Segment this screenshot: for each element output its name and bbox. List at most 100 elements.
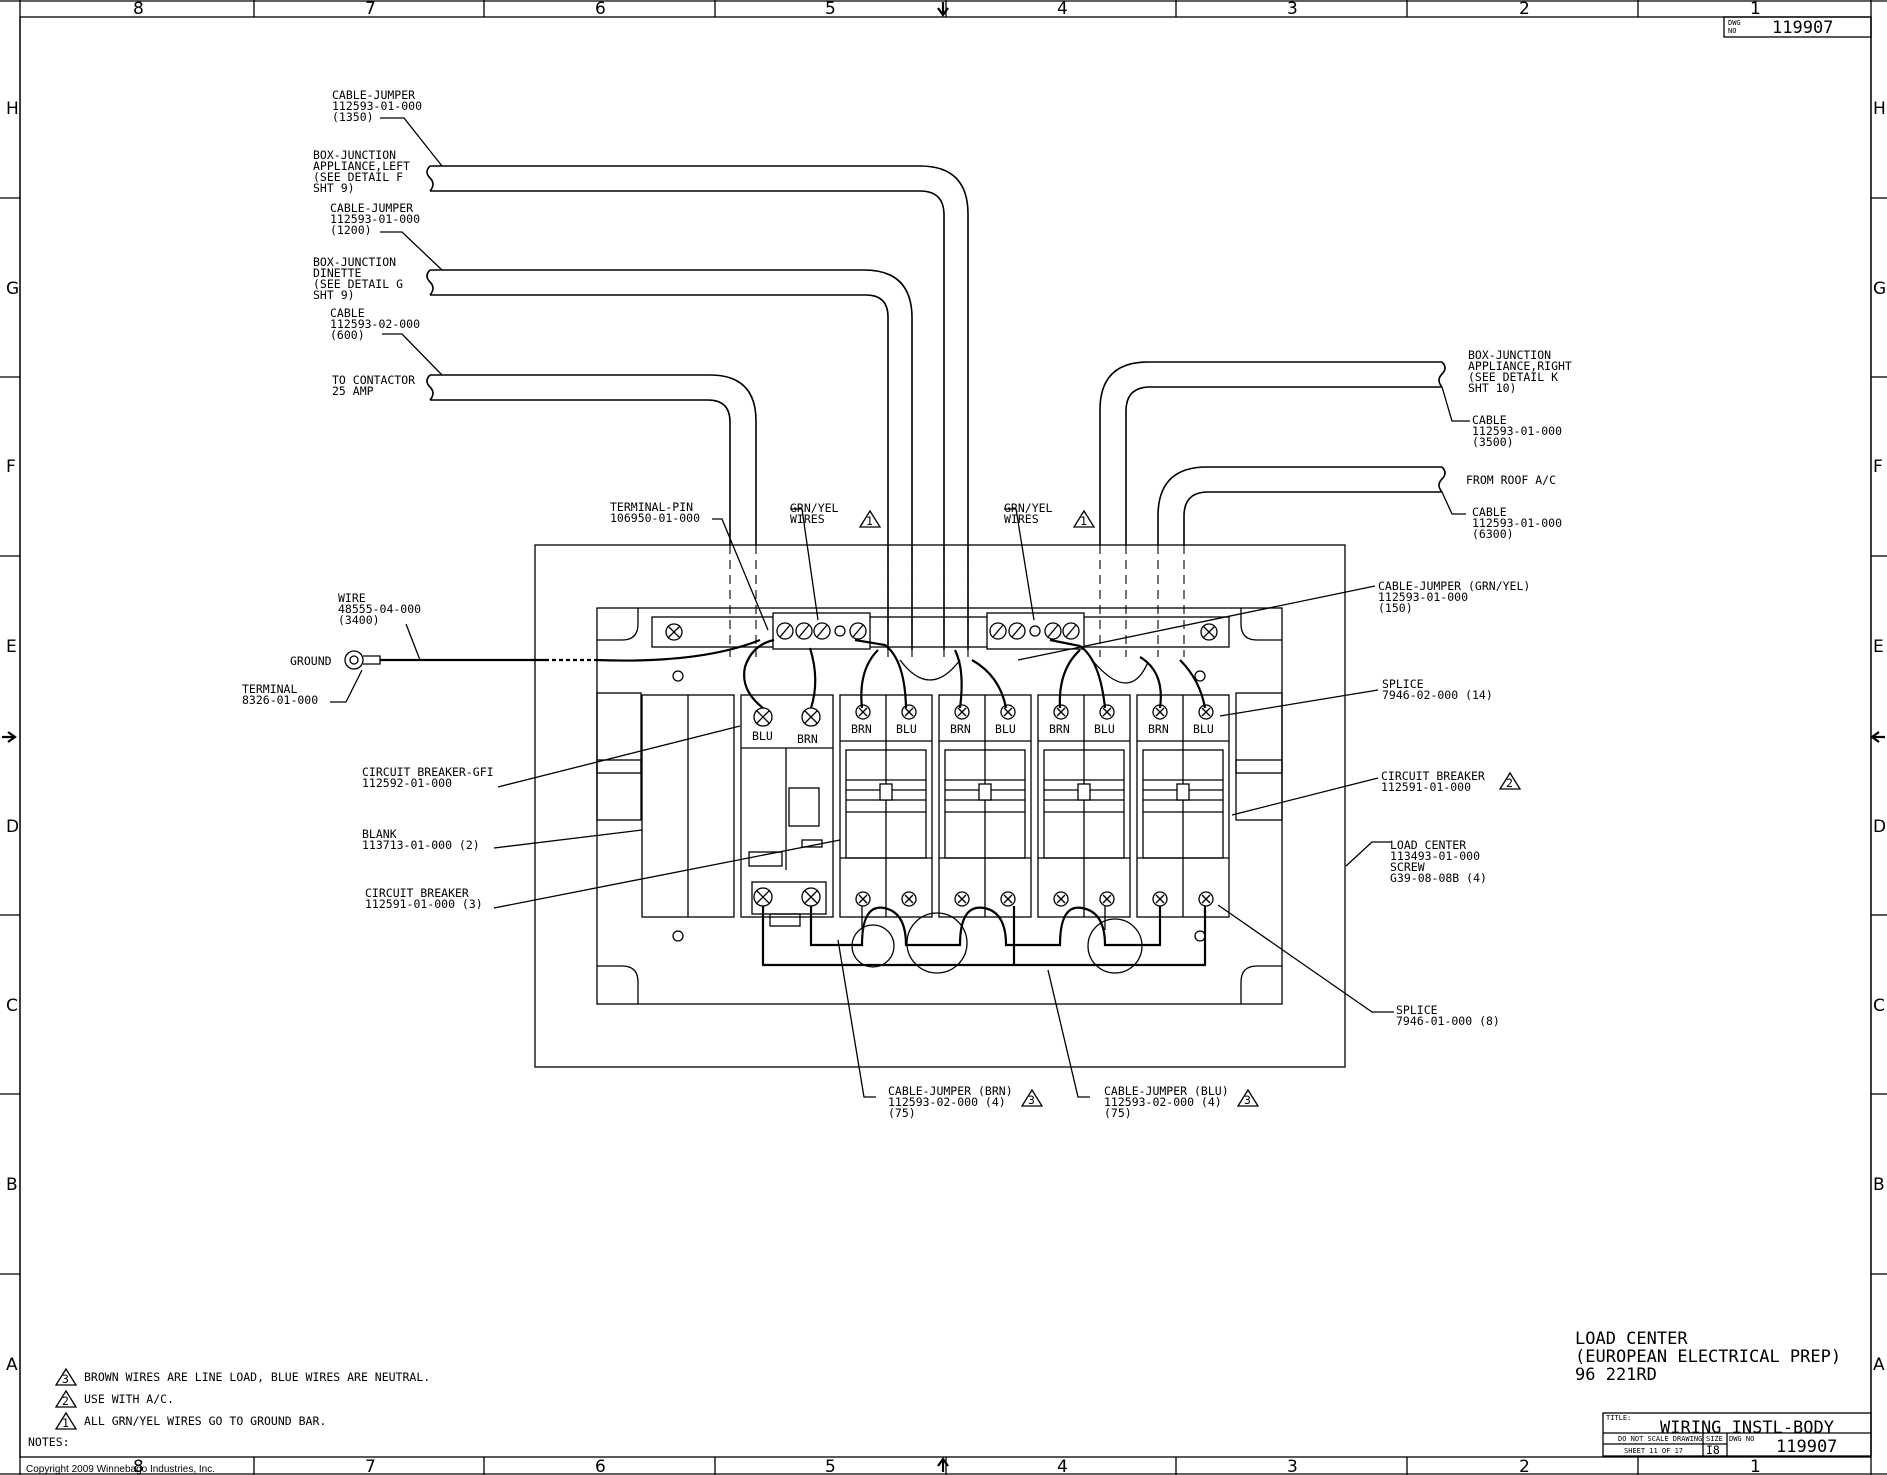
callout-wire: (3400) [338,613,380,627]
title-desc-2: (EUROPEAN ELECTRICAL PREP) [1575,1347,1841,1367]
size-label: SIZE [1706,1435,1723,1443]
callout-cable-jumper-grnyel: (150) [1378,601,1413,615]
row-label-left: D [6,817,19,837]
row-label-right: A [1873,1355,1885,1375]
callout-circuit-breaker: 112591-01-000 [1381,780,1471,794]
callout-circuit-breaker-3: 112591-01-000 (3) [365,897,483,911]
ground-bar-screw [989,622,1007,640]
callout-splice-8: 7946-01-000 (8) [1396,1014,1500,1028]
callout-box-junction-left: APPLIANCE,LEFT [313,159,410,173]
wire-color-label: BRN [851,722,872,736]
ground-wire [344,638,761,670]
dwg-number: 119907 [1776,1437,1837,1457]
callout-cable-6300: 112593-01-000 [1472,516,1562,530]
copyright: Copyright 2009 Winnebago Industries, Inc… [26,1464,215,1475]
callout-box-junction-right: SHT 10) [1468,381,1516,395]
row-label-right: E [1873,637,1884,657]
ground-bar-screw [834,625,846,637]
revision-flag: 1 [858,509,882,528]
ground-bar-screw [776,622,794,640]
callout-cable-jumper-1200: 112593-01-000 [330,212,420,226]
column-label-bottom: 5 [825,1457,836,1475]
column-label-top: 6 [595,0,606,19]
row-label-right: F [1873,457,1883,477]
flag-number: 3 [1028,1093,1035,1107]
dwg-number-top: 119907 [1772,18,1833,38]
callout-box-junction-dinette: SHT 9) [313,288,355,302]
revision-flags: 1 1 2 3 3 3 2 1 [54,509,1522,1430]
wire-color-label: BLU [995,722,1016,736]
callout-ground: GROUND [290,654,332,668]
callout-cable-600: 112593-02-000 [330,317,420,331]
callout-cable-jumper-1200: CABLE-JUMPER [330,201,413,215]
flag-number: 1 [62,1416,69,1430]
circuit-breaker [1037,694,1131,918]
ground-bar-screw [1029,625,1041,637]
column-label-top: 3 [1287,0,1298,19]
row-label-right: G [1873,279,1886,299]
callout-box-junction-left: SHT 9) [313,181,355,195]
callout-grn-yel-wires-2: WIRES [1004,512,1039,526]
blank-panel [641,694,735,918]
column-label-top: 1 [1750,0,1761,19]
ground-bar-screw [1008,622,1026,640]
callout-cable-jumper-1200: (1200) [330,223,372,237]
callout-terminal: 8326-01-000 [242,693,318,707]
cable-runs [426,165,1446,657]
callout-load-center: G39-08-08B (4) [1390,871,1487,885]
column-label-bottom: 8 [133,1457,144,1475]
column-label-bottom: 6 [595,1457,606,1475]
callout-cable-600: (600) [330,328,365,342]
circuit-breaker [839,694,933,918]
row-label-left: H [6,99,19,119]
callout-circuit-breaker-gfi: 112592-01-000 [362,776,452,790]
callout-box-junction-right: BOX-JUNCTION [1468,348,1551,362]
callout-cable-jumper-blu: CABLE-JUMPER (BLU) [1104,1084,1229,1098]
title-desc-3: 96 221RD [1575,1365,1657,1385]
callout-circuit-breaker: CIRCUIT BREAKER [1381,769,1485,783]
circuit-breaker [938,694,1032,918]
callout-blank: 113713-01-000 (2) [362,838,480,852]
flag-number: 2 [62,1394,69,1408]
callout-cable-3500: (3500) [1472,435,1514,449]
callout-box-junction-dinette: DINETTE [313,266,362,280]
callout-to-contactor: 25 AMP [332,384,374,398]
callout-cable-jumper-1350: (1350) [332,110,374,124]
revision-flag: 1 [1072,509,1096,528]
wire-color-label: BLU [896,722,917,736]
callout-cable-jumper-1350: CABLE-JUMPER [332,88,415,102]
breaker-top-wires [743,638,1207,709]
size-value: I8 [1706,1443,1720,1457]
row-label-left: F [6,457,16,477]
wire-color-label: BLU [1193,722,1214,736]
title-block: LOAD CENTER (EUROPEAN ELECTRICAL PREP) 9… [1575,1329,1872,1457]
callout-terminal-pin: TERMINAL-PIN [610,500,693,514]
column-label-bottom: 2 [1519,1457,1530,1475]
row-label-right: B [1873,1175,1885,1195]
load-center-enclosure [534,544,1346,1068]
revision-flag: 2 [1498,771,1522,790]
ground-bar-screw [813,622,831,640]
callout-box-junction-left: BOX-JUNCTION [313,148,396,162]
column-label-bottom: 4 [1057,1457,1068,1475]
revision-flag: 3 [54,1367,78,1386]
callout-cable-jumper-grnyel: CABLE-JUMPER (GRN/YEL) [1378,579,1530,593]
ground-bar-screw [795,622,813,640]
callout-terminal-pin: 106950-01-000 [610,511,700,525]
row-label-left: E [6,637,17,657]
column-label-bottom: 3 [1287,1457,1298,1475]
callout-box-junction-left: (SEE DETAIL F [313,170,403,184]
wire-color-label: BRN [797,732,818,746]
row-label-left: A [6,1355,18,1375]
callout-cable-6300: CABLE [1472,505,1507,519]
callout-from-roof-ac: FROM ROOF A/C [1466,473,1556,487]
column-label-top: 4 [1057,0,1068,19]
wire-color-label: BLU [752,729,773,743]
flag-number: 1 [1080,514,1087,528]
row-label-right: D [1873,817,1886,837]
flag-number: 3 [1244,1093,1251,1107]
dwg-label: DWG NO [1729,1435,1754,1443]
callout-cable-3500: CABLE [1472,413,1507,427]
